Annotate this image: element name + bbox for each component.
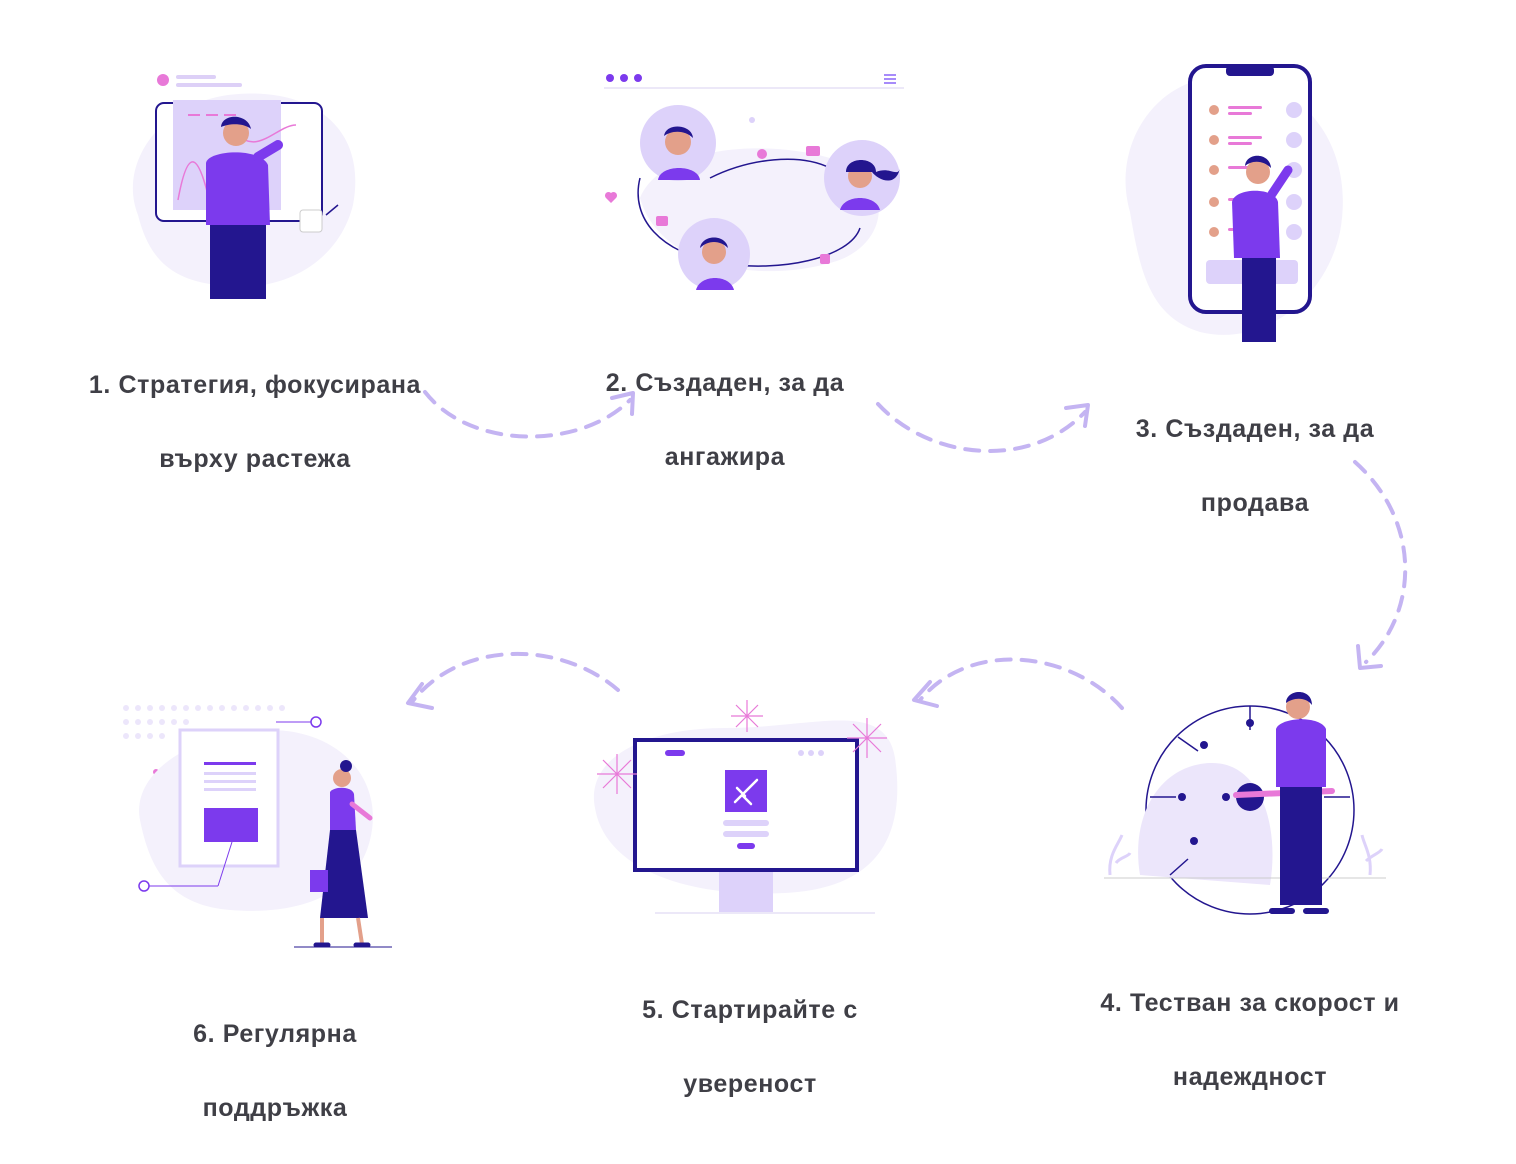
arrowhead-2 [610,391,635,416]
arrow-2-to-3 [876,402,1087,453]
step-1-line2: върху растежа [159,445,351,473]
arrowhead-5 [912,680,939,708]
step-2-line1: 2. Създаден, за да [605,369,845,397]
arrow-5-to-6 [410,652,620,704]
step-1-label: 1. Стратегия, фокусирана върху растежа [30,330,480,515]
process-diagram: 1. Стратегия, фокусирана върху растежа 2… [30,62,1420,1122]
strategy-whiteboard-illustration [118,65,358,305]
step-5-label: 5. Стартирайте с увереност [590,955,910,1140]
speed-gauge-illustration [1100,685,1390,925]
step-6-line2: поддръжка [202,1094,348,1122]
connector-arrows [406,390,1408,710]
step-3-line1: 3. Създаден, за да [1135,415,1375,443]
mobile-checklist-illustration [1110,62,1350,352]
step-6-label: 6. Регулярна поддръжка [130,979,420,1164]
step-5-line2: увереност [683,1070,817,1098]
step-6-line1: 6. Регулярна [193,1020,357,1048]
step-4-line2: надеждност [1172,1063,1328,1091]
arrow-4-to-5 [918,657,1124,710]
step-1-line1: 1. Стратегия, фокусирана [88,371,422,399]
arrow-1-to-2 [423,390,632,439]
step-5-line1: 5. Стартирайте с [642,996,858,1024]
social-network-illustration [600,68,910,298]
arrowhead-4 [1356,644,1383,670]
step-2-line2: ангажира [664,443,786,471]
step-3-line2: продава [1200,489,1310,517]
arrow-3-to-4 [1353,460,1408,664]
document-maintenance-illustration [120,700,400,955]
step-3-label: 3. Създаден, за да продава [1090,374,1420,559]
arrowhead-6 [406,682,434,710]
step-2-label: 2. Създаден, за да ангажира [560,328,890,513]
arrowhead-3 [1064,403,1090,428]
step-4-line1: 4. Тестван за скорост и [1100,989,1400,1017]
rocket-launch-illustration [585,688,905,918]
step-4-label: 4. Тестван за скорост и надеждност [1050,948,1450,1133]
